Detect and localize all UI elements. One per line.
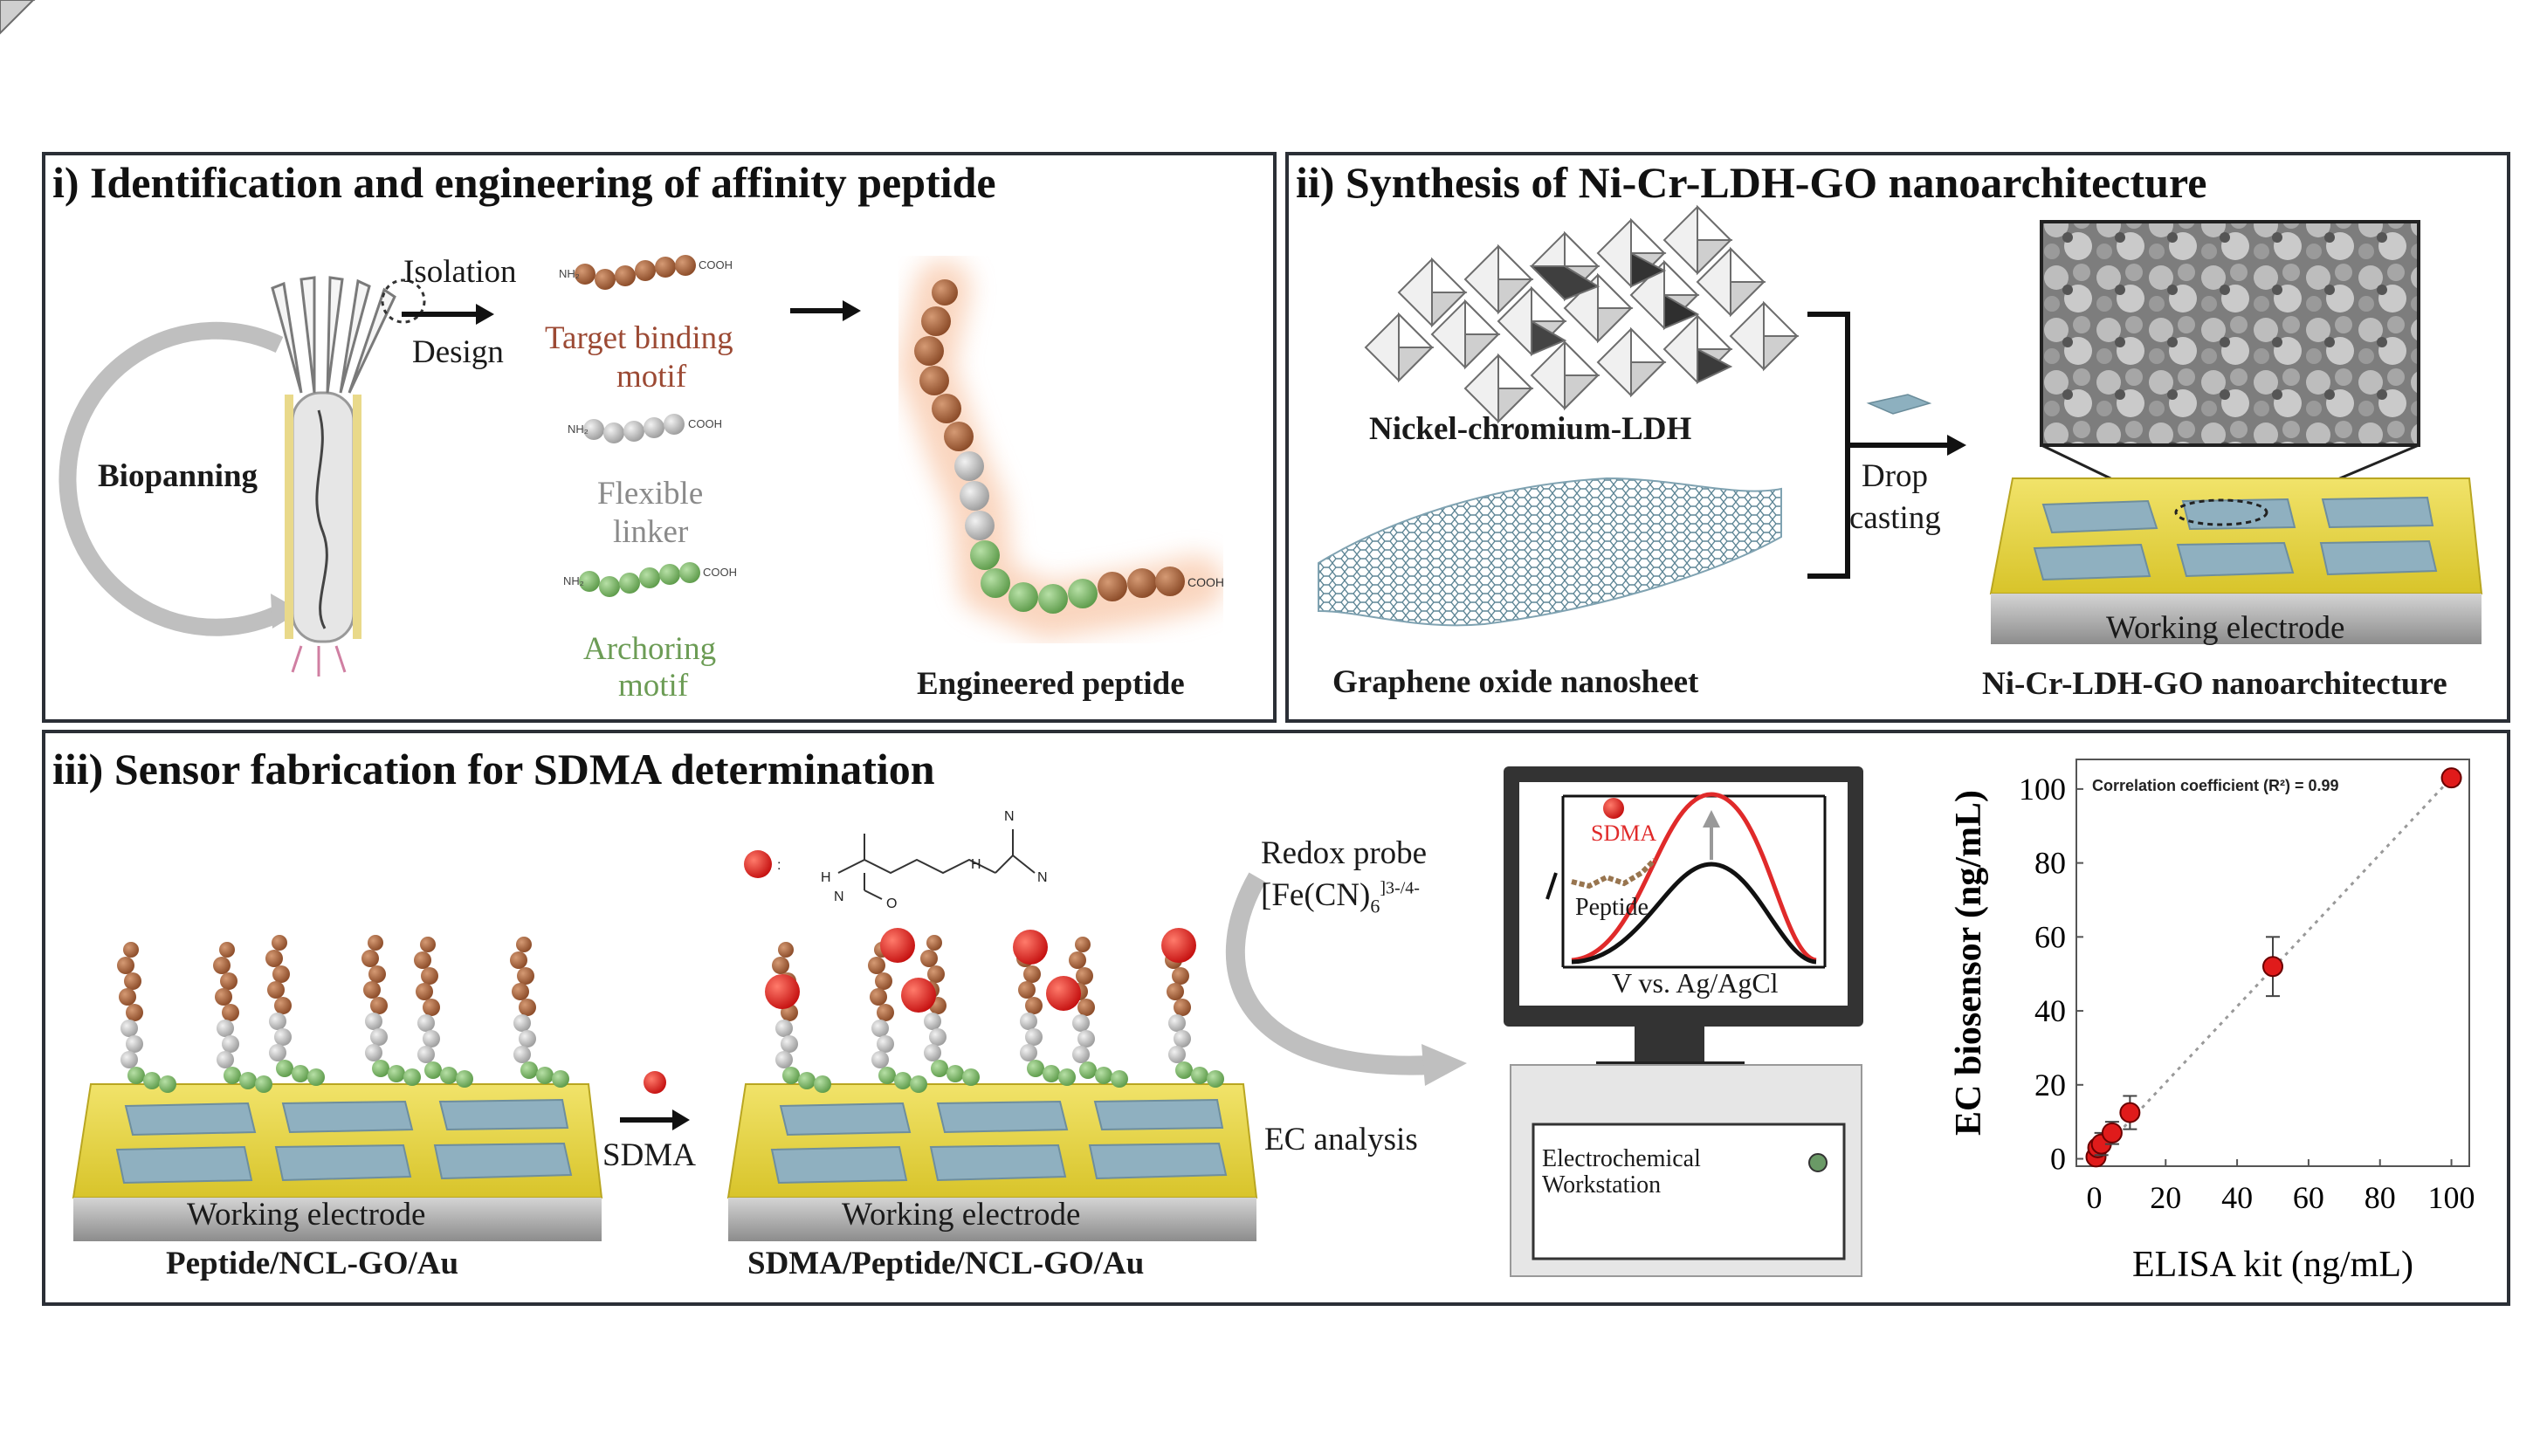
svg-text:N: N <box>1004 809 1015 824</box>
ec-analysis-label: EC analysis <box>1264 1122 1418 1157</box>
sdma-dot <box>644 1071 666 1094</box>
anchor-strand <box>579 562 700 597</box>
biopanning-arrow <box>59 321 288 636</box>
sensor-1-label: Peptide/NCL-GO/Au <box>166 1246 459 1281</box>
anchor-label: Archoring <box>583 631 717 667</box>
x-tick-label: 40 <box>2221 1180 2253 1215</box>
ldh-crystal <box>0 0 1798 422</box>
panel-ii-title: ii) Synthesis of Ni-Cr-LDH-GO nanoarchit… <box>1296 158 2207 207</box>
workstation <box>1510 1064 1862 1277</box>
svg-text::: : <box>777 858 781 873</box>
panel-iii-title: iii) Sensor fabrication for SDMA determi… <box>52 745 935 793</box>
redox-probe-label: Redox probe <box>1261 835 1428 871</box>
target-motif-label: Target binding <box>545 320 733 356</box>
x-tick-label: 0 <box>2086 1180 2102 1215</box>
data-point <box>2262 936 2283 998</box>
linker-label: Flexible <box>597 476 704 512</box>
target-motif-label-2: motif <box>616 359 687 395</box>
electrode-1-label: Working electrode <box>187 1197 426 1233</box>
linker-label-2: linker <box>613 514 689 550</box>
sem-image <box>2040 220 2420 447</box>
design-label: Design <box>412 334 504 370</box>
target-motif-strand <box>575 255 696 290</box>
svg-text:COOH: COOH <box>688 417 722 430</box>
chart-xlabel: ELISA kit (ng/mL) <box>2132 1245 2413 1285</box>
sensor-electrode-2 <box>727 928 1257 1242</box>
data-point <box>2119 1095 2141 1130</box>
isolation-label: Isolation <box>403 254 517 290</box>
y-tick-label: 20 <box>2034 1068 2066 1102</box>
anchor-label-2: motif <box>618 668 689 704</box>
go-label: Graphene oxide nanosheet <box>1332 664 1699 700</box>
svg-text:O: O <box>886 896 897 911</box>
phage-icon <box>271 276 426 676</box>
y-tick-label: 100 <box>2019 772 2066 807</box>
electrode-2-label: Working electrode <box>842 1197 1081 1233</box>
drop-sheet-icon <box>1866 394 1932 415</box>
monitor-peptide-label: Peptide <box>1575 894 1649 921</box>
svg-text:NH₂: NH₂ <box>559 267 580 280</box>
point-marker <box>2262 956 2283 978</box>
workstation-label-1: Electrochemical <box>1542 1145 1701 1172</box>
y-tick-label: 0 <box>2050 1142 2066 1177</box>
sensor-2-label: SDMA/Peptide/NCL-GO/Au <box>747 1246 1145 1281</box>
point-marker <box>2101 1122 2123 1144</box>
y-tick-label: 60 <box>2034 919 2066 954</box>
biopanning-label: Biopanning <box>98 458 258 494</box>
nanoarchitecture-label: Ni-Cr-LDH-GO nanoarchitecture <box>1982 666 2447 702</box>
linker-strand <box>583 414 685 443</box>
svg-text:NH₂: NH₂ <box>568 422 589 436</box>
x-tick-label: 80 <box>2365 1180 2396 1215</box>
electrode-ii <box>1989 477 2483 644</box>
monitor <box>1504 766 1863 1079</box>
chart-annotation: Correlation coefficient (R²) = 0.99 <box>2092 777 2339 794</box>
x-tick-label: 100 <box>2428 1180 2475 1215</box>
svg-text:N: N <box>834 889 844 904</box>
y-tick-label: 80 <box>2034 846 2066 881</box>
monitor-xlabel: V vs. Ag/AgCl <box>1612 967 1779 999</box>
sdma-arrow-label: SDMA <box>602 1137 696 1173</box>
svg-text:COOH: COOH <box>703 566 737 579</box>
point-marker <box>2440 767 2462 789</box>
y-tick-label: 40 <box>2034 993 2066 1028</box>
drop-label: Drop <box>1862 458 1929 494</box>
svg-text:H: H <box>971 857 981 872</box>
workstation-label-2: Workstation <box>1542 1171 1662 1198</box>
x-tick-label: 60 <box>2293 1180 2324 1215</box>
svg-text:NH₂: NH₂ <box>563 574 584 587</box>
ldh-label: Nickel-chromium-LDH <box>1369 411 1692 447</box>
svg-text:N: N <box>1037 870 1048 885</box>
svg-text:H: H <box>821 870 831 885</box>
electrode-ii-label: Working electrode <box>2106 610 2345 646</box>
svg-text:COOH: COOH <box>1187 575 1224 589</box>
panel-i-title: i) Identification and engineering of aff… <box>52 158 996 207</box>
chart-ylabel: EC biosensor (ng/mL) <box>1949 790 1989 1136</box>
engineered-peptide-label: Engineered peptide <box>917 666 1185 702</box>
monitor-sdma-label: SDMA <box>1591 821 1657 846</box>
point-marker <box>2119 1102 2141 1123</box>
x-tick-label: 20 <box>2150 1180 2181 1215</box>
redox-formula: [Fe(CN)6]3-/4- <box>1261 877 1420 917</box>
casting-label: casting <box>1849 500 1941 536</box>
svg-text:COOH: COOH <box>699 258 733 271</box>
ec-analysis-arrow <box>1225 872 1433 1075</box>
data-point <box>2440 767 2462 789</box>
graphene-sheet <box>1318 477 1782 627</box>
engineered-peptide: COOH <box>898 260 1224 639</box>
data-point <box>2101 1121 2123 1145</box>
